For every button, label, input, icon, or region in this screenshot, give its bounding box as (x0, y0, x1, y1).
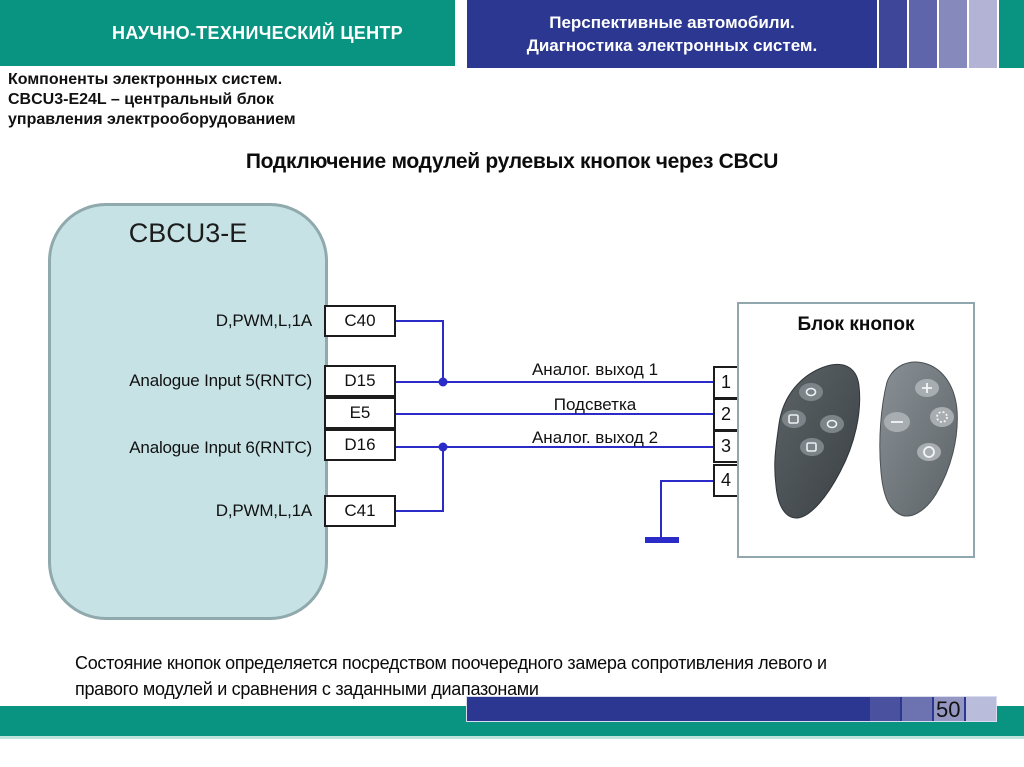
header-org-band: НАУЧНО-ТЕХНИЧЕСКИЙ ЦЕНТР (0, 0, 455, 66)
pin-box-d16: D16 (324, 429, 396, 461)
footer-bar-main (467, 697, 868, 721)
org-title: НАУЧНО-ТЕХНИЧЕСКИЙ ЦЕНТР (112, 22, 403, 43)
wire-label-analog-out-1: Аналог. выход 1 (531, 360, 659, 379)
slide-title: Подключение модулей рулевых кнопок через… (245, 150, 779, 173)
connector-pin-1: 1 (713, 366, 739, 399)
pin-box-d15: D15 (324, 365, 396, 397)
pin-box-c41: C41 (324, 495, 396, 527)
slide-note-line2: правого модулей и сравнения с заданными … (75, 679, 539, 699)
pin-box-c40: C40 (324, 305, 396, 337)
button-block: Блок кнопок (737, 302, 975, 558)
wire-label-analog-out-2: Аналог. выход 2 (531, 428, 659, 447)
wire-junction-dot-1 (438, 377, 448, 387)
pin-label-c40: D,PWM,L,1A (215, 311, 312, 330)
footer-page-bar (466, 696, 997, 722)
connector-pin-4: 4 (713, 464, 739, 497)
cbcu-block (48, 203, 328, 620)
wire-junction-dot-2 (438, 442, 448, 452)
header-accent-bar-3 (939, 0, 967, 68)
section-subtitle-line2: CBCU3-E24L – центральный блок (8, 91, 274, 108)
page-number: 50 (936, 697, 961, 722)
footer-bar-segment-4 (966, 697, 996, 721)
pin-label-d16: Analogue Input 6(RNTC) (129, 438, 312, 457)
header-course-band: Перспективные автомобили. Диагностика эл… (467, 0, 877, 68)
wire-pin4-ground (660, 480, 713, 538)
section-subtitle: Компоненты электронных систем. CBCU3-E24… (8, 70, 296, 130)
footer-bar-segment-1 (870, 697, 900, 721)
course-title-line2: Диагностика электронных систем. (526, 36, 818, 55)
wire-label-backlight: Подсветка (553, 395, 637, 414)
wire-c41 (396, 447, 444, 512)
left-button-module (774, 363, 861, 519)
section-subtitle-line3: управления электрооборудованием (8, 111, 296, 128)
steering-button-modules-image (774, 361, 958, 519)
header-accent-bar-2 (909, 0, 937, 68)
pin-box-e5: E5 (324, 397, 396, 429)
header-accent-bar-1 (879, 0, 907, 68)
header-teal-edge (999, 0, 1024, 68)
header-accent-bar-4 (969, 0, 997, 68)
cbcu-block-title: CBCU3-E (128, 218, 248, 248)
right-button-module (879, 361, 958, 517)
footer-bar-segment-3 (934, 697, 964, 721)
slide-note-line1: Состояние кнопок определяется посредство… (75, 653, 827, 673)
footer-bar-segment-2 (902, 697, 932, 721)
pin-label-d15: Analogue Input 5(RNTC) (129, 371, 312, 390)
pin-label-c41: D,PWM,L,1A (215, 501, 312, 520)
wire-c40 (396, 320, 444, 382)
slide-note: Состояние кнопок определяется посредство… (75, 650, 985, 702)
course-title-line1: Перспективные автомобили. (549, 13, 795, 32)
button-block-title: Блок кнопок (797, 314, 915, 335)
section-subtitle-line1: Компоненты электронных систем. (8, 71, 283, 88)
